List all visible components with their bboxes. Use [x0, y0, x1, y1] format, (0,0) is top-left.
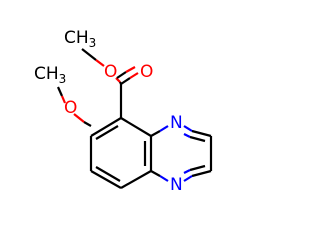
atom-label-ring-n-top: N	[170, 113, 183, 133]
bond-n-bottom-c8a-blue	[159, 175, 169, 182]
bond-carbonyl-b	[116, 71, 127, 79]
bond-c2-n-bottom-inner-blue	[183, 169, 191, 174]
bond-c4a-n-top	[150, 130, 161, 137]
bond-n-top-c3	[191, 129, 212, 138]
bond-carbonyl-a-red	[129, 72, 139, 79]
bond-ester-methyl-o	[81, 48, 97, 61]
bond-c5-c6	[90, 117, 122, 137]
bond-ether-methyl-o	[56, 86, 64, 97]
bond-ester-methyl-o-red	[95, 59, 105, 67]
bond-ether-methyl-o-red	[60, 95, 67, 104]
atom-label-ester-o-double: O	[140, 62, 153, 82]
atom-label-ester-methyl: CH3	[64, 28, 96, 50]
bond-ether-o-c	[83, 121, 92, 127]
atom-label-ester-o-single: O	[104, 62, 117, 82]
atom-label-ether-o: O	[64, 98, 77, 118]
bond-c7-c8	[90, 170, 122, 189]
bond-n-top-c3-inner	[189, 135, 206, 143]
atom-sub-ether-methyl: 3	[59, 72, 67, 86]
bond-c8-c8a	[120, 170, 152, 189]
bond-c5-c6-inner	[95, 125, 119, 140]
bond-carbonyl-a	[120, 77, 131, 85]
atom-sub-ester-methyl: 3	[89, 36, 97, 50]
atom-label-ether-methyl: CH3	[34, 64, 66, 86]
molecule-structure: CH3 O O CH3 O N N	[34, 28, 213, 195]
bond-c2-n-bottom	[191, 169, 212, 178]
structure-canvas: CH3 O O CH3 O N N	[34, 28, 213, 195]
atom-ch-ether-methyl: CH	[34, 64, 59, 84]
bond-n-bottom-c8a	[150, 170, 161, 177]
bond-ether-o-c-red	[73, 113, 85, 123]
bond-n-top-c3-blue	[183, 125, 193, 132]
atom-ch-ester-methyl: CH	[64, 28, 89, 48]
bond-carbonyl-b-red	[125, 66, 136, 73]
atom-label-ring-n-bottom: N	[170, 175, 183, 195]
bond-c2-n-bottom-blue	[183, 175, 193, 182]
bond-c2-n-bottom-inner	[189, 164, 206, 172]
bond-n-top-c3-inner-blue	[183, 133, 191, 138]
bond-ester-o-c-red	[115, 77, 121, 83]
bond-c4a-n-top-blue	[159, 125, 169, 132]
bond-c4a-c5	[120, 117, 152, 137]
bond-c7-c8-inner	[95, 166, 121, 182]
